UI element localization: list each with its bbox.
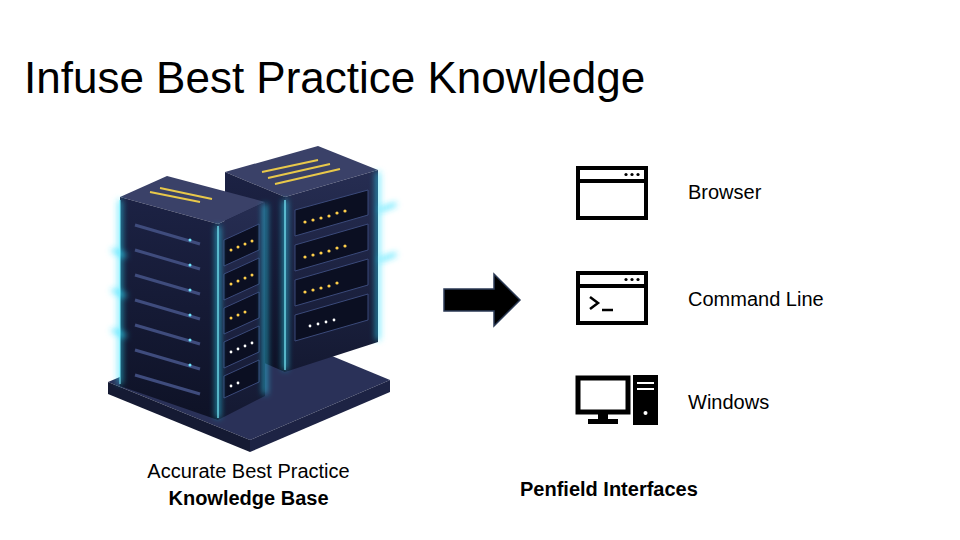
block-arrow	[444, 274, 520, 326]
terminal-icon	[578, 273, 646, 323]
node-label: Accurate Best Practice	[98, 458, 399, 485]
node-heading: Knowledge Base	[98, 485, 399, 512]
node-label: Command Line	[688, 286, 824, 313]
interface-item: Windows	[575, 370, 855, 436]
desktop-pc-icon	[578, 375, 658, 425]
knowledge-base-node: Accurate Best PracticeKnowledge Base	[98, 128, 399, 514]
browser-icon	[578, 168, 646, 218]
server-illustration	[108, 146, 396, 452]
interface-item: Command Line	[575, 265, 855, 331]
node-heading: Penfield Interfaces	[520, 476, 698, 503]
interfaces-group: Penfield Interfaces BrowserCommand LineWi…	[515, 150, 865, 512]
node-label: Windows	[688, 389, 769, 416]
slide-title: Infuse Best Practice Knowledge	[24, 52, 645, 104]
node-label: Browser	[688, 179, 761, 206]
interface-item: Browser	[575, 160, 855, 226]
